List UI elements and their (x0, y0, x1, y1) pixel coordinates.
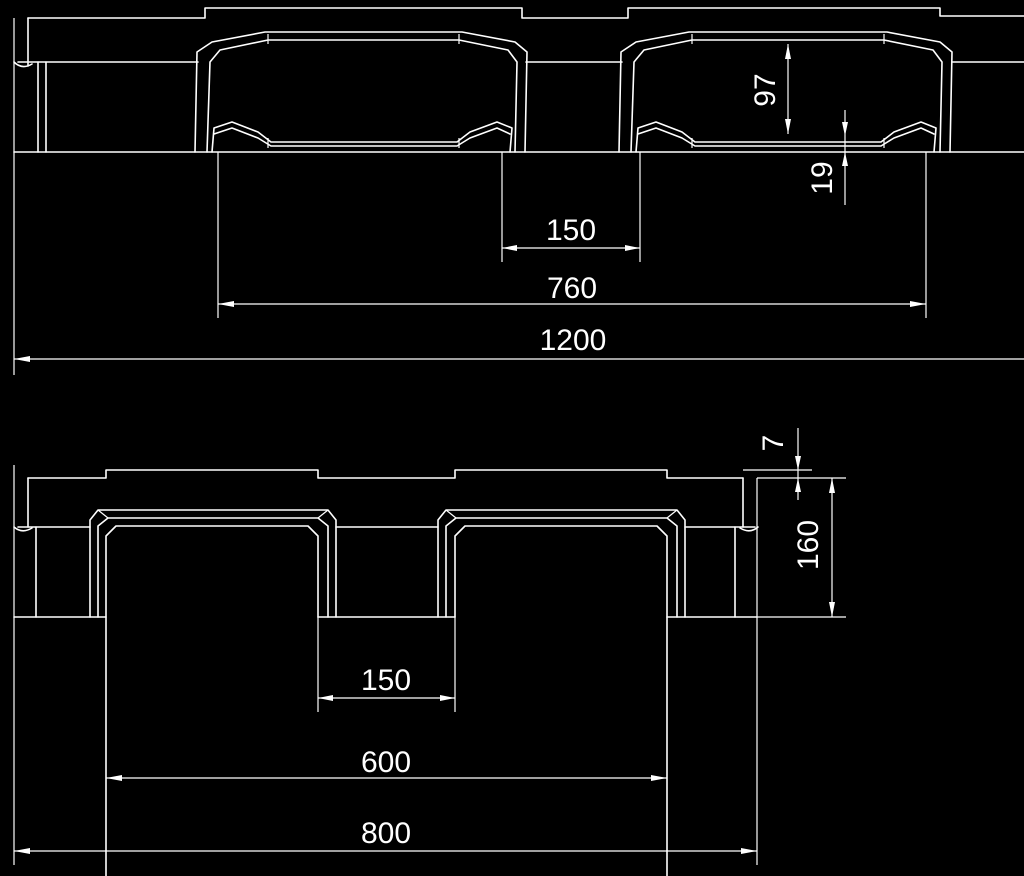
dim-short-overall: 800 (14, 817, 757, 854)
dim-bottom-board-label: 19 (806, 161, 839, 194)
short-side-view: 150 600 800 7 160 (13, 428, 846, 876)
dim-opening-height-label: 97 (749, 73, 782, 106)
dim-bottom-board: 19 (806, 122, 848, 195)
dim-short-overall-label: 800 (361, 817, 411, 850)
long-side-view: 150 760 1200 97 19 (13, 7, 1024, 375)
short-side-block-right (437, 509, 686, 876)
dim-long-overall-label: 1200 (540, 324, 607, 357)
dim-short-height: 160 (792, 478, 835, 617)
dim-long-gap: 150 (502, 214, 640, 251)
dim-short-block-span-label: 600 (361, 746, 411, 779)
dim-short-height-label: 160 (792, 520, 825, 570)
dim-short-gap-label: 150 (361, 664, 411, 697)
dim-long-overall: 1200 (14, 324, 1024, 362)
short-side-block-left (89, 509, 337, 876)
dim-short-gap: 150 (318, 664, 455, 701)
long-side-opening-right (618, 31, 953, 153)
short-side-extension-lines (13, 465, 846, 865)
dim-long-block-span: 760 (218, 272, 926, 307)
dim-long-gap-label: 150 (546, 214, 596, 247)
dim-short-block-span: 600 (106, 746, 667, 781)
long-side-outline (13, 7, 1024, 153)
short-side-outline (13, 469, 759, 618)
dim-opening-height: 97 (749, 44, 791, 134)
dim-long-block-span-label: 760 (547, 272, 597, 305)
dim-top-step-label: 7 (757, 435, 790, 452)
dim-top-step: 7 (757, 428, 801, 500)
long-side-opening-left (194, 31, 528, 153)
